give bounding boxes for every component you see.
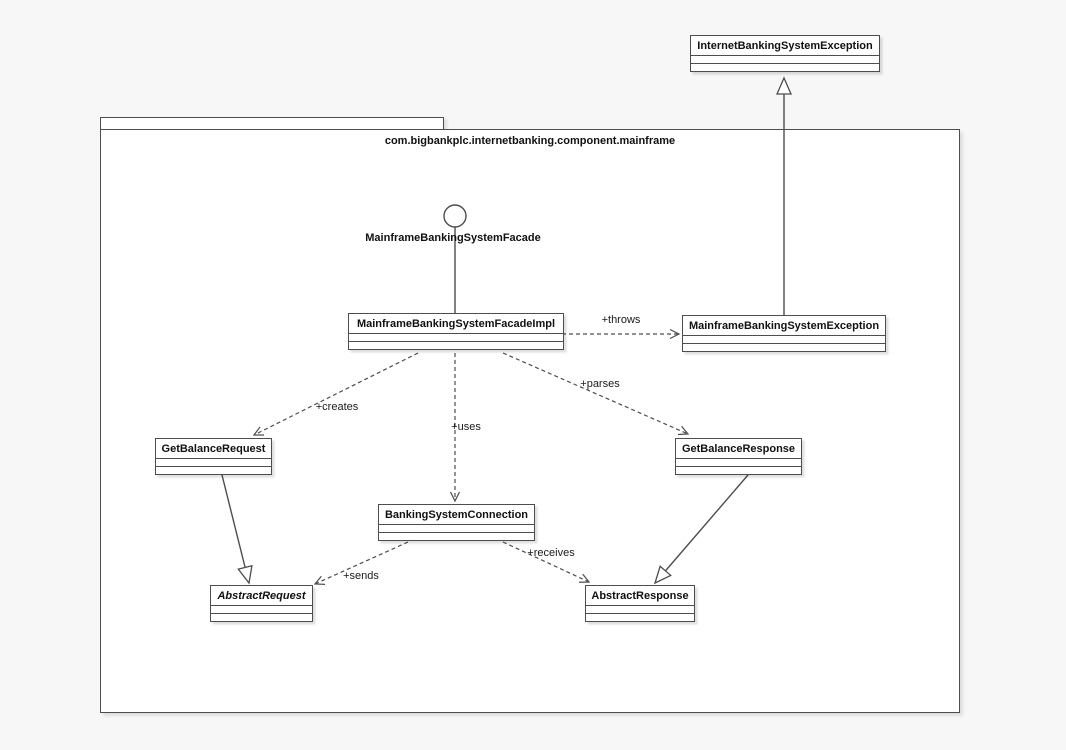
attributes-compartment	[676, 459, 801, 466]
attributes-compartment	[586, 606, 694, 613]
attributes-compartment	[156, 459, 271, 466]
class-get-balance-request: GetBalanceRequest	[155, 438, 272, 475]
edge-label-parses: +parses	[580, 378, 620, 390]
edge-label-creates: +creates	[315, 401, 359, 413]
edge-label-receives: +receives	[527, 547, 575, 559]
class-name: AbstractResponse	[586, 586, 694, 606]
attributes-compartment	[379, 525, 534, 532]
operations-compartment	[683, 343, 885, 351]
attributes-compartment	[211, 606, 312, 613]
interface-label: MainframeBankingSystemFacade	[365, 232, 541, 244]
operations-compartment	[156, 466, 271, 474]
operations-compartment	[676, 466, 801, 474]
class-mainframe-banking-system-exception: MainframeBankingSystemException	[682, 315, 886, 352]
dependency-arrow-creates	[252, 352, 419, 436]
generalization-arrow-getbalanceresponse-to-abstractresponse	[653, 474, 749, 585]
dependency-arrow-receives	[502, 541, 591, 583]
edge-label-throws: +throws	[601, 314, 641, 326]
class-get-balance-response: GetBalanceResponse	[675, 438, 802, 475]
edge-label-sends: +sends	[343, 570, 379, 582]
operations-compartment	[379, 532, 534, 540]
class-abstract-request: AbstractRequest	[210, 585, 313, 622]
class-name: BankingSystemConnection	[379, 505, 534, 525]
class-name: MainframeBankingSystemFacadeImpl	[349, 314, 563, 334]
package-title: com.bigbankplc.internetbanking.component…	[384, 135, 676, 147]
class-name: MainframeBankingSystemException	[683, 316, 885, 336]
class-abstract-response: AbstractResponse	[585, 585, 695, 622]
class-banking-system-connection: BankingSystemConnection	[378, 504, 535, 541]
class-mainframe-banking-system-facade-impl: MainframeBankingSystemFacadeImpl	[348, 313, 564, 350]
generalization-arrow-getbalancerequest-to-abstractrequest	[221, 474, 253, 585]
edge-label-uses: +uses	[451, 421, 481, 433]
attributes-compartment	[349, 334, 563, 341]
operations-compartment	[586, 613, 694, 621]
class-name: AbstractRequest	[211, 586, 312, 606]
dependency-arrow-parses	[502, 352, 690, 436]
package-tab	[100, 117, 444, 130]
attributes-compartment	[691, 56, 879, 63]
class-name: GetBalanceRequest	[156, 439, 271, 459]
class-name: InternetBankingSystemException	[691, 36, 879, 56]
class-internet-banking-system-exception: InternetBankingSystemException	[690, 35, 880, 72]
operations-compartment	[349, 341, 563, 349]
operations-compartment	[211, 613, 312, 621]
attributes-compartment	[683, 336, 885, 343]
interface-lollipop-icon	[443, 204, 467, 228]
operations-compartment	[691, 63, 879, 71]
dependency-arrow-sends	[313, 541, 409, 585]
class-name: GetBalanceResponse	[676, 439, 801, 459]
